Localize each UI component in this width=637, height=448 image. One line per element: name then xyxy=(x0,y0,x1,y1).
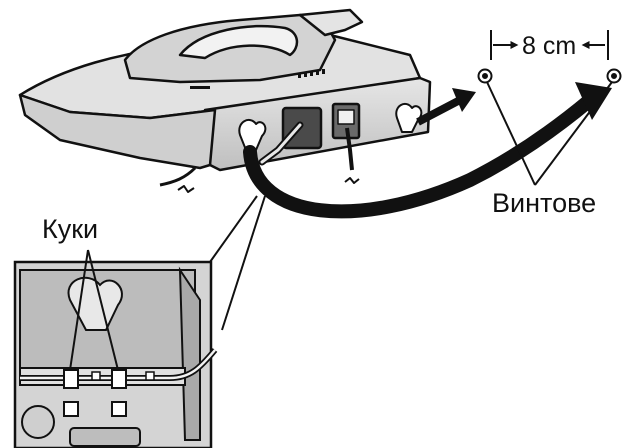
hook-pointer-lines xyxy=(69,249,119,371)
hook-left xyxy=(63,369,79,389)
spacing-dimension xyxy=(490,30,609,60)
phone-line-cable xyxy=(345,127,354,171)
hooks-label: Куки xyxy=(42,214,99,244)
screw-icon xyxy=(606,68,622,84)
detail-inset xyxy=(13,260,218,448)
screw-icon xyxy=(477,68,493,84)
mount-arrow xyxy=(416,96,462,126)
handset-rear-hook xyxy=(298,8,364,37)
screw-pointer-lines xyxy=(486,81,613,186)
cord-routing-arrowhead xyxy=(575,82,612,120)
line-jack xyxy=(337,109,355,125)
mount-arrow-head xyxy=(452,88,476,112)
telephone-base xyxy=(18,8,432,193)
screws-label: Винтове xyxy=(492,188,597,218)
base-cord-left xyxy=(159,166,197,187)
cord-routing-arrow xyxy=(243,93,597,219)
spacing-label: 8 cm xyxy=(522,32,577,60)
handset-grip xyxy=(178,24,299,60)
hook-right xyxy=(111,369,127,389)
base-left-side xyxy=(18,93,217,170)
speaker-grille xyxy=(190,69,325,89)
detail-callout-lines xyxy=(209,195,266,331)
left-mount-keyhole xyxy=(238,119,267,151)
